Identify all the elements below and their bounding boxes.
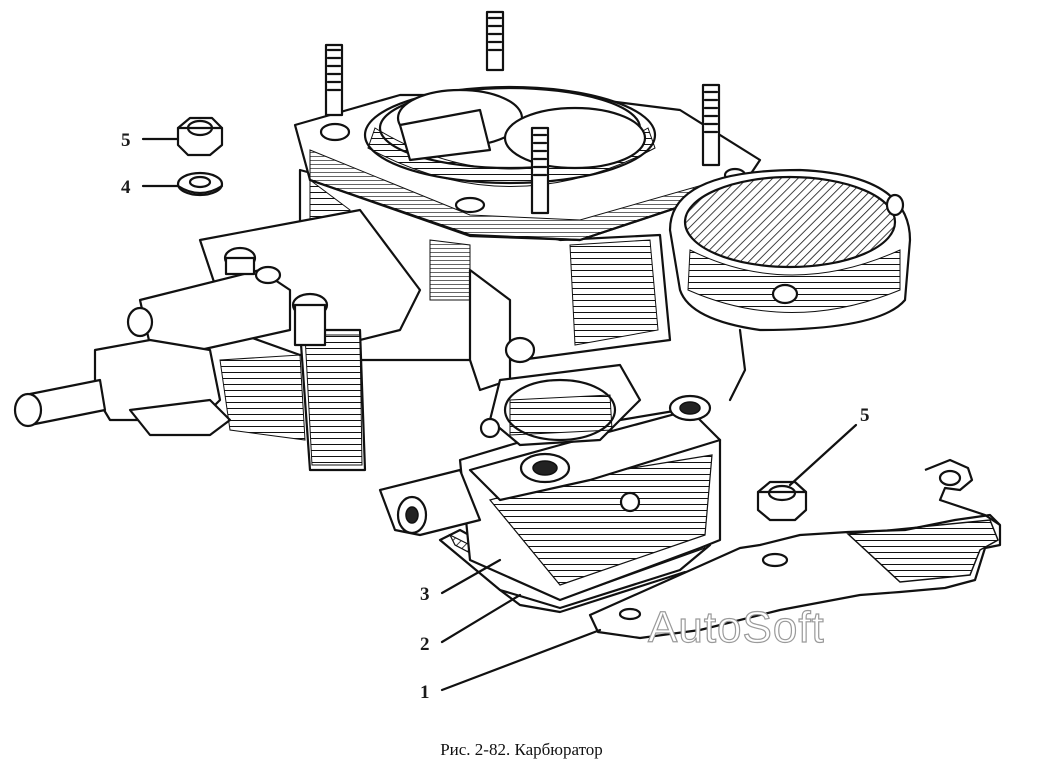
- nut-part-5-right: [756, 480, 808, 522]
- callout-1: 1: [420, 682, 430, 703]
- callout-5-right: 5: [860, 405, 870, 426]
- choke-housing: [668, 168, 912, 402]
- washer-part-4: [176, 171, 224, 197]
- throttle-lever-plate: [588, 458, 1002, 640]
- leader-lines: [141, 137, 858, 692]
- choke-tube-fitting: [378, 468, 482, 537]
- throttle-body: [458, 394, 722, 602]
- figure-caption: Рис. 2-82. Карбюратор: [440, 740, 603, 759]
- fuel-inlet-assembly: [13, 208, 422, 472]
- carburetor-cover: [293, 10, 762, 242]
- watermark-text: AutoSoft: [648, 603, 825, 652]
- callout-3: 3: [420, 584, 430, 605]
- nut-part-5-top: [176, 116, 224, 157]
- callout-5-top: 5: [121, 130, 131, 151]
- callout-2: 2: [420, 634, 430, 655]
- callout-4: 4: [121, 177, 131, 198]
